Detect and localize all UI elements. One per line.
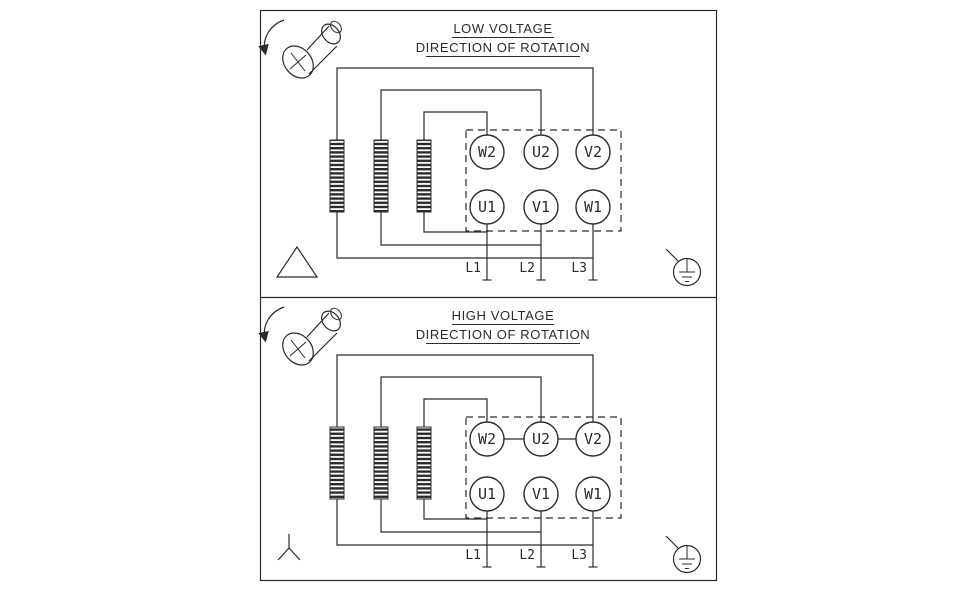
shaft-stub	[330, 20, 342, 34]
terminal-label: V2	[584, 430, 602, 448]
terminal-label: W2	[478, 430, 496, 448]
phase-wire-v2	[336, 354, 594, 546]
terminal-label: V2	[584, 143, 602, 161]
shaft-face	[282, 45, 314, 79]
winding-bar	[416, 139, 432, 213]
shaft-rear-cap	[321, 310, 341, 332]
terminals: W2 U2 V2 U1 V1 W1	[469, 134, 611, 225]
motor-shaft-icon	[258, 19, 342, 79]
winding-bar	[373, 426, 389, 500]
winding-bar	[329, 426, 345, 500]
terminal-label: W1	[584, 485, 602, 503]
terminal-label: V1	[532, 198, 550, 216]
panel-subtitle: DIRECTION OF ROTATION	[416, 327, 591, 342]
terminal-label: W1	[584, 198, 602, 216]
winding-bar	[416, 426, 432, 500]
phase-wire-v2	[336, 67, 594, 259]
terminal-label: V1	[532, 485, 550, 503]
shaft-face	[282, 332, 314, 366]
star-symbol-leg	[277, 547, 290, 561]
shaft-stub	[330, 307, 342, 321]
terminal-u1	[469, 476, 505, 512]
terminal-v2	[575, 421, 611, 457]
ground-icon	[665, 535, 702, 574]
shaft-cross-line	[289, 341, 307, 357]
panel-title: HIGH VOLTAGE	[452, 308, 555, 323]
supply-line-label: L1	[465, 548, 481, 563]
terminal-label: U1	[478, 198, 496, 216]
supply-lines: L1 L2 L3	[465, 224, 598, 281]
panel-subtitle: DIRECTION OF ROTATION	[416, 40, 591, 55]
winding-bar	[329, 139, 345, 213]
terminal-w2	[469, 421, 505, 457]
terminal-label: U1	[478, 485, 496, 503]
ground-lead	[665, 535, 679, 549]
phase-wires	[336, 354, 594, 546]
supply-lines: L1 L2 L3	[465, 511, 598, 568]
terminal-u2	[523, 421, 559, 457]
terminal-box-outline	[465, 416, 622, 519]
terminal-label: U2	[532, 143, 550, 161]
winding-bars	[329, 139, 432, 213]
supply-line-label: L1	[465, 261, 481, 276]
rotation-arrow-icon	[258, 306, 285, 343]
diagram-frame	[259, 9, 718, 582]
low-voltage-panel: LOW VOLTAGE DIRECTION OF ROTATION	[258, 19, 702, 287]
terminal-w1	[575, 476, 611, 512]
phase-wire-w2	[423, 398, 488, 520]
shaft-cross-line	[289, 54, 307, 70]
terminal-v2	[575, 134, 611, 170]
ground-icon	[665, 248, 702, 287]
shaft-rear-cap	[321, 23, 341, 45]
terminals: W2 U2 V2 U1 V1 W1	[469, 421, 611, 512]
terminal-v1	[523, 189, 559, 225]
supply-line-label: L3	[571, 261, 587, 276]
terminal-box-outline	[465, 129, 622, 232]
rotation-arrow-icon	[258, 19, 285, 56]
winding-bar	[373, 139, 389, 213]
terminal-w1	[575, 189, 611, 225]
ground-lead	[665, 248, 679, 262]
panel-title: LOW VOLTAGE	[453, 21, 552, 36]
phase-wire-w2	[423, 111, 488, 233]
phase-wires	[336, 67, 594, 259]
terminal-label: W2	[478, 143, 496, 161]
terminal-u1	[469, 189, 505, 225]
phase-wire-u2	[380, 376, 542, 533]
terminal-w2	[469, 134, 505, 170]
phase-wire-u2	[380, 89, 542, 246]
supply-line-label: L3	[571, 548, 587, 563]
motor-shaft-icon	[258, 306, 342, 366]
star-symbol-leg	[288, 547, 301, 561]
terminal-v1	[523, 476, 559, 512]
delta-symbol-icon	[275, 245, 319, 278]
supply-line-label: L2	[519, 548, 535, 563]
shaft-body-edge	[308, 45, 338, 75]
high-voltage-panel: HIGH VOLTAGE DIRECTION OF ROTATION	[258, 306, 702, 574]
terminal-label: U2	[532, 430, 550, 448]
supply-line-label: L2	[519, 261, 535, 276]
shaft-body-edge	[306, 25, 330, 51]
winding-bars	[329, 426, 432, 500]
shaft-body-edge	[308, 332, 338, 362]
shaft-body-edge	[306, 312, 330, 338]
star-symbol-icon	[277, 534, 301, 561]
terminal-u2	[523, 134, 559, 170]
